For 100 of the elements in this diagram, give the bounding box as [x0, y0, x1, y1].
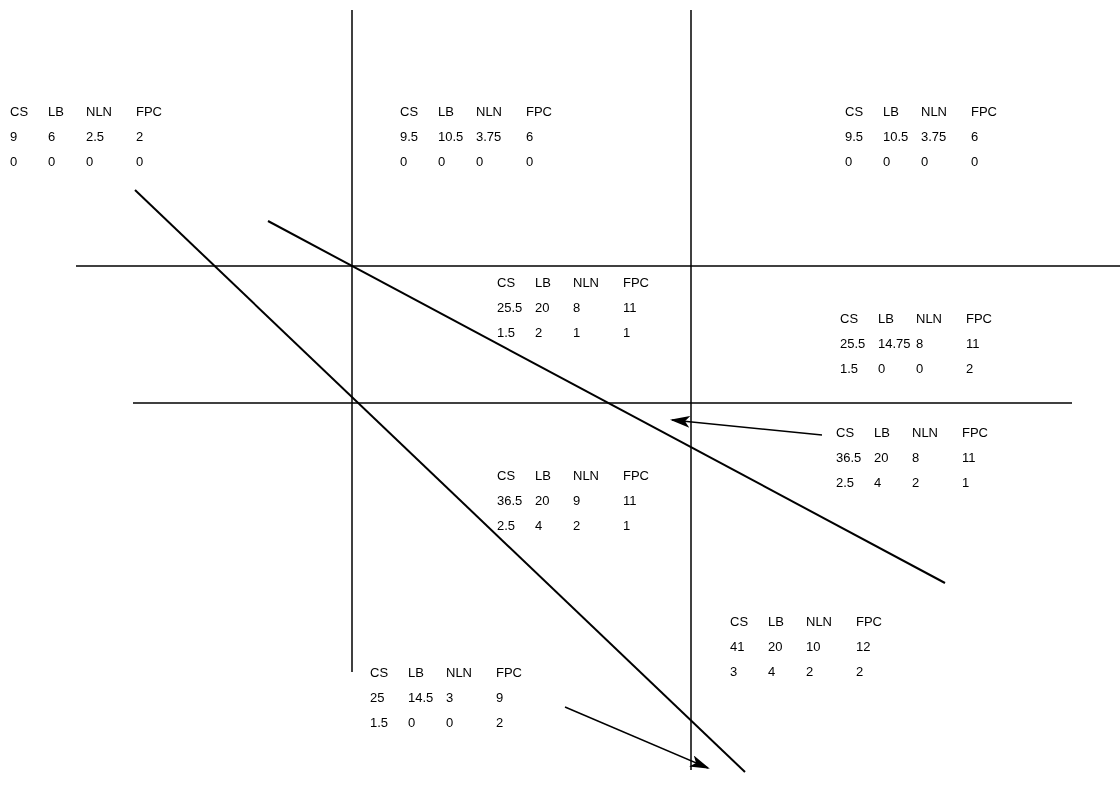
table-value: 9.5	[400, 129, 419, 144]
table-value: 25.5	[840, 336, 866, 351]
table-value: 2	[136, 129, 144, 144]
table-value: 3	[446, 690, 454, 705]
table-value: 4	[768, 664, 776, 679]
column-header: NLN	[476, 104, 502, 119]
table-value: 0	[916, 361, 924, 376]
table-value: 2	[573, 518, 581, 533]
column-header: NLN	[912, 425, 938, 440]
table-value: 0	[400, 154, 408, 169]
table-value: 9.5	[845, 129, 864, 144]
column-header: LB	[883, 104, 899, 119]
column-header: NLN	[573, 275, 599, 290]
table-value: 10	[806, 639, 821, 654]
column-header: FPC	[856, 614, 882, 629]
table-value: 9	[573, 493, 581, 508]
column-header: LB	[535, 275, 551, 290]
table-value: 2.5	[86, 129, 105, 144]
table-value: 2	[806, 664, 814, 679]
arrow	[564, 706, 710, 769]
column-header: LB	[408, 665, 424, 680]
column-header: CS	[400, 104, 419, 119]
column-header: NLN	[446, 665, 472, 680]
table-value: 0	[48, 154, 56, 169]
table-value: 1	[623, 518, 631, 533]
table-value: 1.5	[840, 361, 859, 376]
table-value: 0	[446, 715, 454, 730]
table-value: 11	[623, 300, 637, 315]
column-header: FPC	[971, 104, 997, 119]
column-header: LB	[438, 104, 454, 119]
table-value: 0	[526, 154, 534, 169]
column-header: FPC	[962, 425, 988, 440]
table-value: 8	[912, 450, 920, 465]
table-value: 20	[874, 450, 889, 465]
table-value: 2	[856, 664, 864, 679]
table-value: 1	[623, 325, 631, 340]
table-value: 0	[86, 154, 94, 169]
table-value: 1	[573, 325, 581, 340]
table-value: 14.5	[408, 690, 434, 705]
table-value: 25	[370, 690, 385, 705]
table-value: 1.5	[497, 325, 516, 340]
column-header: FPC	[136, 104, 162, 119]
table-value: 2	[966, 361, 974, 376]
table-value: 0	[136, 154, 144, 169]
column-header: CS	[370, 665, 389, 680]
column-header: FPC	[623, 275, 649, 290]
column-header: CS	[10, 104, 29, 119]
table-value: 3.75	[476, 129, 502, 144]
column-header: LB	[874, 425, 890, 440]
table-value: 2	[535, 325, 543, 340]
column-header: FPC	[526, 104, 552, 119]
table-value: 2.5	[497, 518, 516, 533]
table-value: 9	[10, 129, 18, 144]
table-value: 9	[496, 690, 504, 705]
table-value: 11	[966, 336, 980, 351]
column-header: FPC	[496, 665, 522, 680]
column-header: LB	[48, 104, 64, 119]
column-header: CS	[497, 468, 516, 483]
table-value: 0	[845, 154, 853, 169]
table-value: 4	[874, 475, 882, 490]
table-value: 20	[768, 639, 783, 654]
table-value: 12	[856, 639, 871, 654]
table-value: 11	[962, 450, 976, 465]
table-value: 4	[535, 518, 543, 533]
table-value: 36.5	[836, 450, 862, 465]
table-value: 0	[883, 154, 891, 169]
table-value: 36.5	[497, 493, 523, 508]
column-header: NLN	[916, 311, 942, 326]
column-header: CS	[836, 425, 855, 440]
column-header: NLN	[806, 614, 832, 629]
table-value: 3	[730, 664, 738, 679]
table-value: 0	[438, 154, 446, 169]
table-value: 0	[878, 361, 886, 376]
column-header: LB	[535, 468, 551, 483]
table-value: 10.5	[883, 129, 909, 144]
table-value: 25.5	[497, 300, 523, 315]
table-value: 0	[10, 154, 18, 169]
column-header: CS	[845, 104, 864, 119]
column-header: FPC	[623, 468, 649, 483]
table-value: 0	[408, 715, 416, 730]
column-header: LB	[768, 614, 784, 629]
table-value: 10.5	[438, 129, 464, 144]
column-header: LB	[878, 311, 894, 326]
column-header: FPC	[966, 311, 992, 326]
table-value: 6	[526, 129, 534, 144]
column-header: CS	[840, 311, 859, 326]
table-value: 2	[496, 715, 504, 730]
table-value: 14.75	[878, 336, 911, 351]
table-value: 20	[535, 493, 550, 508]
table-value: 0	[971, 154, 979, 169]
table-value: 2	[912, 475, 920, 490]
table-value: 0	[921, 154, 929, 169]
table-value: 1	[962, 475, 970, 490]
table-value: 8	[573, 300, 581, 315]
table-value: 8	[916, 336, 924, 351]
table-value: 11	[623, 493, 637, 508]
column-header: NLN	[921, 104, 947, 119]
column-header: NLN	[573, 468, 599, 483]
table-value: 1.5	[370, 715, 389, 730]
table-value: 6	[971, 129, 979, 144]
